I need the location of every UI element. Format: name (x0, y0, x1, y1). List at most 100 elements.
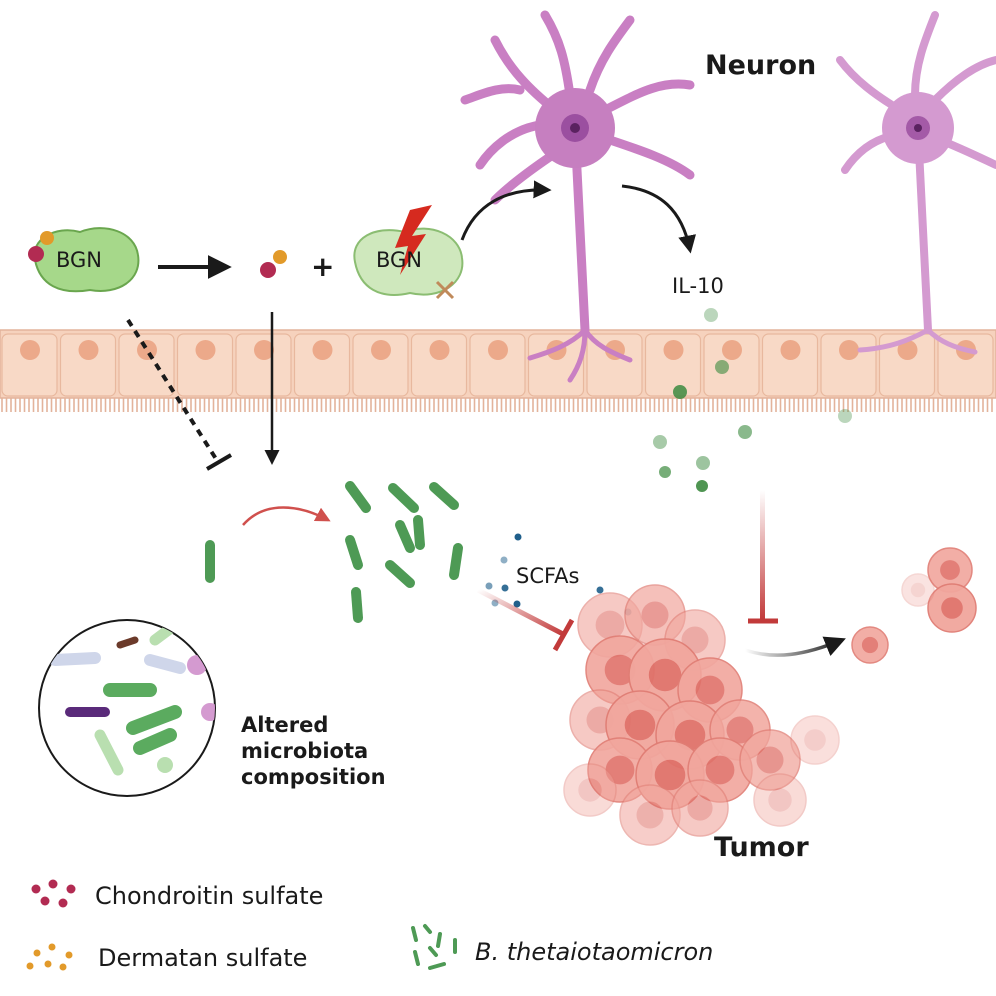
cell-nucleus (78, 340, 99, 360)
epithelial-cell (118, 333, 175, 397)
microbe (133, 728, 177, 755)
scfa-dot (596, 586, 604, 594)
cell-nucleus (780, 340, 801, 360)
epithelial-cell (878, 333, 936, 397)
tumor-cell (753, 773, 807, 827)
bacterium (351, 587, 363, 623)
bacterium (413, 515, 425, 550)
scfa-dot (501, 584, 509, 592)
il10-dot (673, 385, 687, 399)
epithelial-cell (293, 333, 351, 397)
scfa-dot (485, 582, 493, 590)
microbe (201, 703, 215, 721)
bgn-left-label: BGN (56, 248, 103, 272)
legend-bacteria-label: B. thetaiotaomicron (475, 938, 714, 966)
il10-inhibition-line (748, 490, 778, 624)
tumor-mass (563, 584, 840, 846)
il10-dot (696, 480, 708, 492)
epithelial-cell (469, 333, 526, 397)
microbiota-circle (38, 619, 216, 797)
cell-nucleus (663, 340, 684, 360)
neuron-right (836, 11, 996, 355)
epithelial-cell (703, 333, 760, 397)
bgn-right-protein (353, 205, 464, 300)
microbe (94, 729, 124, 776)
metastatic-cell (927, 547, 973, 593)
bgn-left-protein (28, 227, 140, 293)
lightning-icon (395, 205, 432, 275)
il10-dot (738, 425, 752, 439)
plus-sign: + (311, 250, 335, 283)
il10-dot (659, 466, 671, 478)
arrow-metastasis (744, 636, 846, 657)
cell-nucleus (429, 340, 450, 360)
tumor-cell (790, 715, 840, 765)
bgn-right-label: BGN (376, 248, 423, 272)
il10-label: IL-10 (672, 274, 724, 298)
bacterium (385, 560, 415, 588)
neuron-left (460, 10, 695, 383)
altered-microbiota-label: Altered microbiota composition (241, 712, 386, 790)
bacterium (449, 543, 463, 580)
bacterium (345, 535, 363, 570)
b-thetaiotaomicron-cluster (205, 481, 463, 623)
epithelial-cell (410, 333, 468, 397)
released-gags (260, 250, 287, 278)
metastatic-cell (901, 573, 935, 607)
epithelial-cell (586, 333, 643, 397)
tumor-cell (671, 779, 729, 837)
microbe (116, 636, 139, 649)
legend-dermatan-icon (26, 943, 73, 971)
arrow-to-il10 (621, 184, 696, 254)
epithelial-cell (176, 333, 234, 397)
tumor-cell (739, 729, 801, 791)
cell-nucleus (137, 340, 157, 360)
epithelial-cells (1, 333, 996, 397)
legend-chondroitin-icon (31, 879, 76, 908)
cell-nucleus (897, 340, 918, 360)
il10-dot (696, 456, 710, 470)
tumor-cell (619, 784, 681, 846)
metastatic-cell (927, 583, 977, 633)
microbe (157, 757, 173, 773)
bacterium (429, 482, 459, 510)
legend-bacteria-icon (411, 924, 457, 970)
epithelial-cell (352, 333, 409, 397)
epithelial-cell (235, 333, 292, 397)
cell-nucleus (312, 340, 333, 360)
scfa-dot (514, 533, 522, 541)
epithelial-cell (59, 333, 117, 397)
epithelial-cell (1, 333, 58, 397)
epithelium-layer (0, 329, 996, 412)
scfa-dot (513, 600, 521, 608)
tumor-cell (563, 763, 617, 817)
metastatic-cell (851, 626, 889, 664)
il10-molecules (653, 308, 852, 492)
il10-dot (715, 360, 729, 374)
il10-dot (653, 435, 667, 449)
cell-nucleus (839, 340, 859, 360)
scfa-dot (500, 556, 508, 564)
bacterium (395, 520, 415, 553)
scfas-label: SCFAs (516, 564, 580, 588)
epithelial-cell (937, 333, 994, 397)
altered-line-3: composition (241, 765, 386, 789)
legend-dermatan-label: Dermatan sulfate (98, 944, 308, 972)
cell-nucleus (195, 340, 216, 360)
altered-line-2: microbiota (241, 739, 369, 763)
cell-nucleus (371, 340, 391, 360)
dashed-inhibition-line (126, 318, 233, 471)
arrow-to-neuron (460, 180, 552, 241)
neuron-label: Neuron (705, 50, 817, 81)
microbe (144, 654, 186, 674)
microbe (126, 705, 182, 735)
bacterium (345, 481, 371, 513)
cell-nucleus (20, 340, 40, 360)
scfa-inhibition-line (476, 587, 575, 652)
cell-nucleus (722, 340, 742, 360)
altered-line-1: Altered (241, 713, 329, 737)
microbe (49, 652, 101, 666)
cell-nucleus (488, 340, 508, 360)
bacterium (388, 483, 419, 513)
